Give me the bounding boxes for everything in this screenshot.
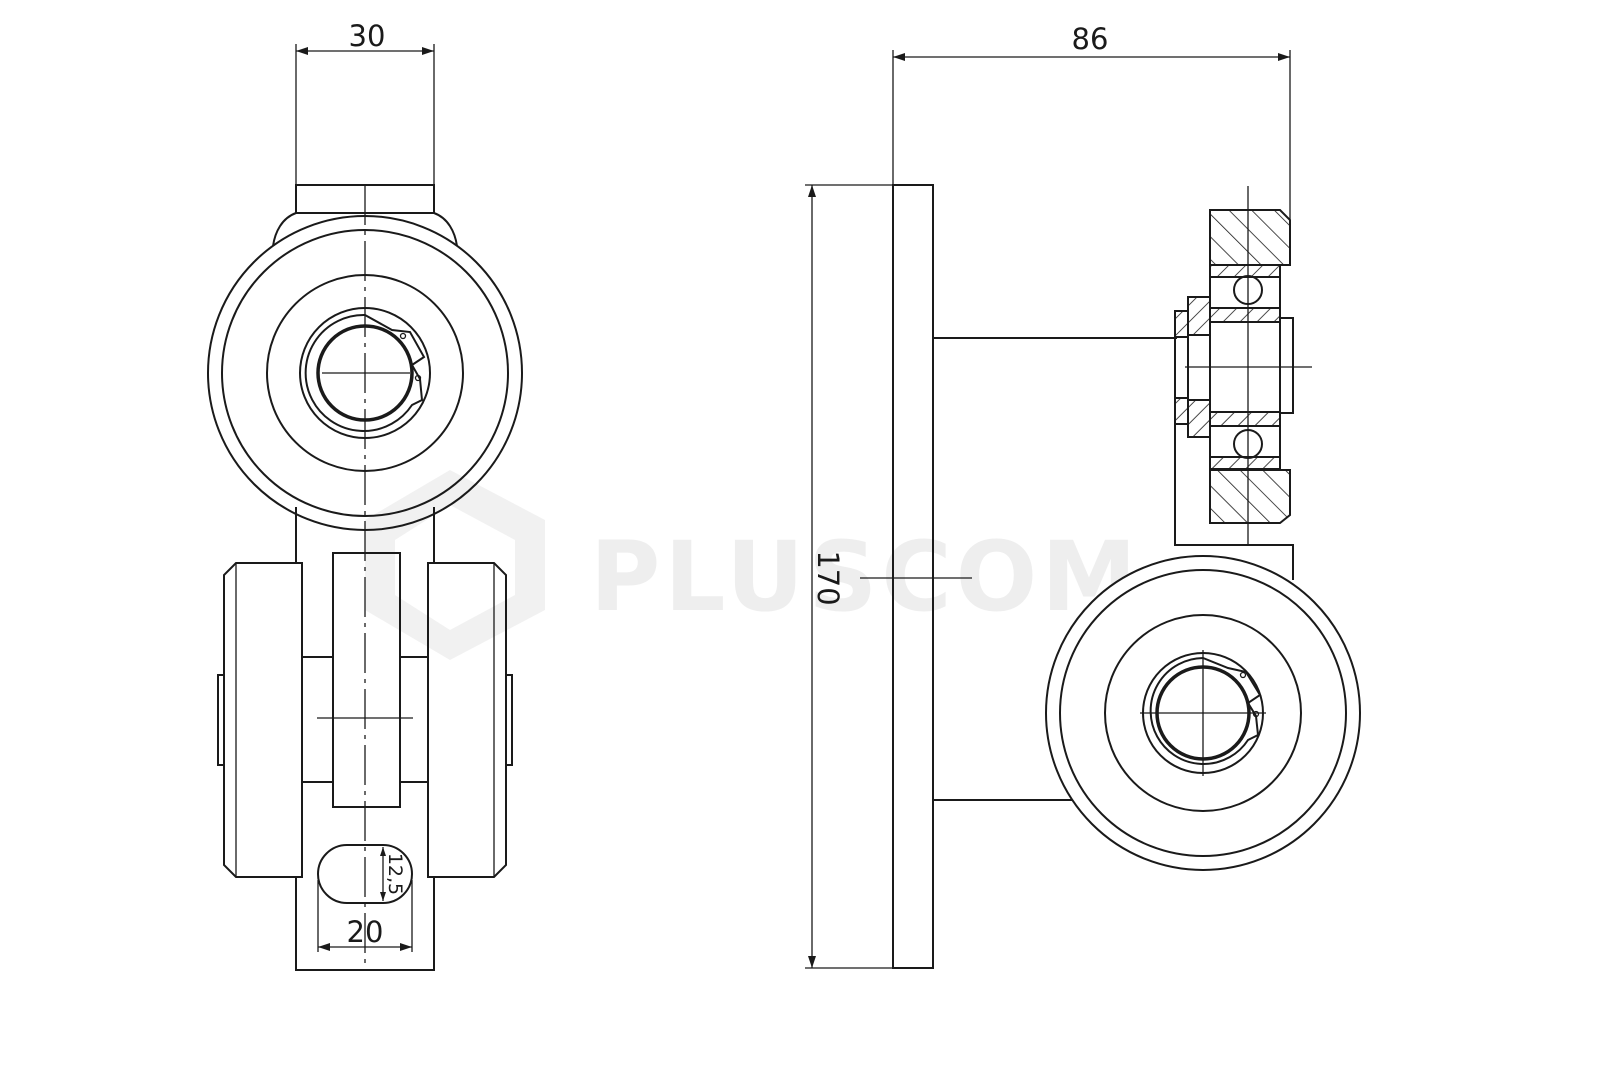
dimension-overall-depth: 86	[892, 22, 1291, 225]
bearing-section	[1174, 186, 1312, 545]
dimension-overall-height: 170	[805, 184, 893, 969]
svg-text:30: 30	[349, 19, 386, 53]
watermark-text: PLUSCOM	[590, 521, 1141, 633]
dimension-slot-height: 12,5	[380, 847, 406, 901]
svg-text:12,5: 12,5	[384, 853, 406, 895]
dimension-top-width: 30	[295, 19, 435, 185]
svg-text:170: 170	[811, 550, 845, 605]
side-view: 86 170	[805, 22, 1361, 969]
watermark-logo-icon	[365, 470, 545, 660]
front-view: 30 20	[207, 19, 523, 971]
watermark: PLUSCOM	[365, 470, 1141, 660]
svg-text:86: 86	[1072, 22, 1109, 56]
